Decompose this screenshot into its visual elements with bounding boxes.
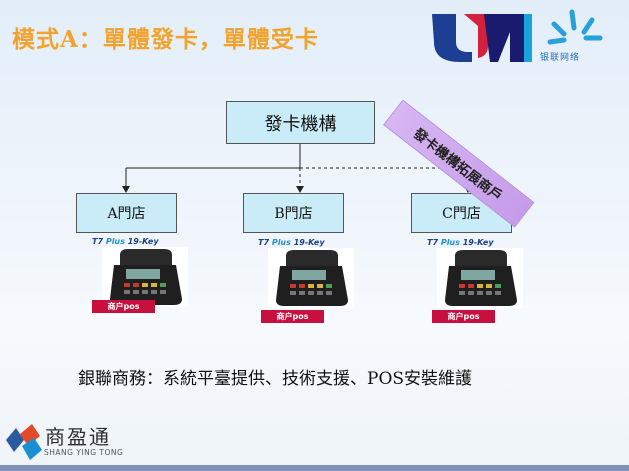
pos-terminal-icon: [268, 248, 354, 308]
store-b-box: B門店: [243, 193, 344, 233]
unionpay-logo-text: 银联网络: [540, 53, 581, 63]
pos-tag: 商户pos: [92, 300, 155, 313]
pos-tag: 商户pos: [261, 310, 324, 323]
shangyingtong-logo: [6, 424, 42, 460]
arrow-a: [122, 186, 130, 193]
store-c-box: C門店: [411, 193, 512, 233]
pos-terminal-a: T7 Plus 19-Key 商户pos: [88, 237, 198, 322]
service-caption: 銀聯商務：系統平臺提供、技術支援、POS安裝維護: [78, 369, 473, 389]
issuer-box: 發卡機構: [226, 101, 375, 144]
logo-bottom-pinyin: SHANG YING TONG: [44, 448, 124, 457]
pos-model-label: T7 Plus 19-Key: [92, 237, 159, 246]
pos-terminal-b: T7 Plus 19-Key 商户pos: [254, 238, 364, 323]
pos-terminal-icon: [102, 247, 188, 307]
pos-model-label: T7 Plus 19-Key: [258, 238, 325, 247]
store-a-box: A門店: [76, 193, 177, 233]
unionpay-logo: [432, 9, 603, 62]
pos-model-label: T7 Plus 19-Key: [427, 238, 494, 247]
pos-tag: 商户pos: [432, 310, 495, 323]
footer-divider: [0, 465, 629, 471]
logo-bottom-name: 商盈通: [45, 425, 111, 449]
arrow-b: [296, 186, 304, 193]
slide-title: 模式A：單體發卡，單體受卡: [12, 26, 319, 53]
pos-terminal-icon: [437, 248, 523, 308]
pos-terminal-c: T7 Plus 19-Key 商户pos: [423, 238, 533, 323]
